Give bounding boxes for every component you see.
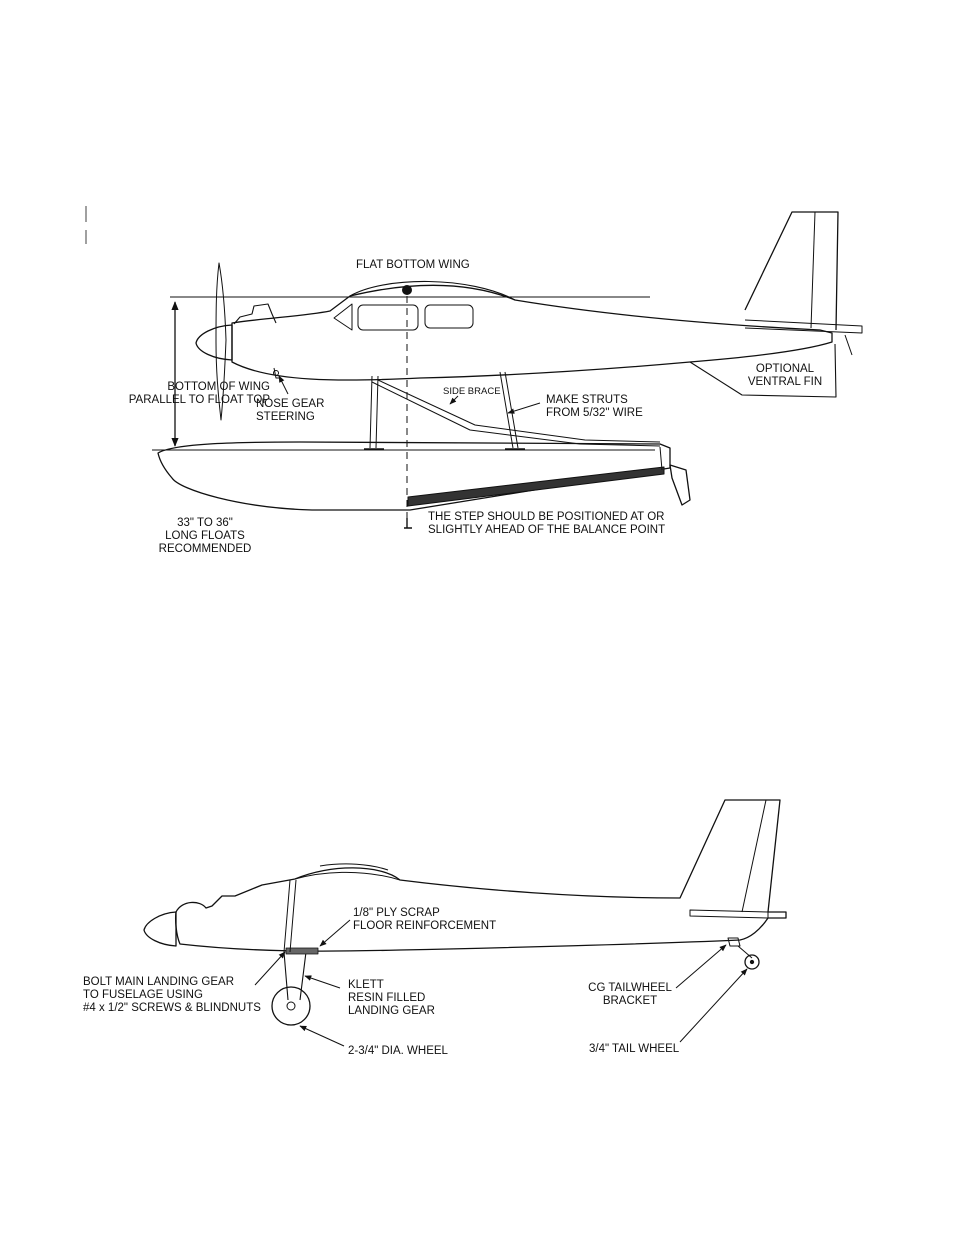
horizontal-stab [744,319,863,334]
flat-bottom-wing-label: FLAT BOTTOM WING [356,259,470,271]
tail-wheel [744,954,760,970]
water-rudder [669,464,691,506]
floor-reinforcement [285,947,319,955]
spinner-2 [143,911,177,947]
landplane-drawing [143,799,787,1026]
bottom-of-wing-label: BOTTOM OF WING PARALLEL TO FLOAT TOP [128,381,270,406]
side-brace-label: SIDE BRACE [443,386,501,397]
front-strut [369,375,379,449]
tailwheel-bracket [727,937,741,947]
main-landing-gear [283,951,307,1001]
spinner [195,324,233,361]
ventral-fin-label: OPTIONAL VENTRAL FIN [747,363,823,388]
make-struts-label: MAKE STRUTS FROM 5/32" WIRE [546,394,643,419]
float-length-label: 33" TO 36" LONG FLOATS RECOMMENDED [158,517,252,555]
cabin-window-rear [424,304,474,329]
floatplane-drawing [85,206,863,529]
fuselage [231,284,833,381]
tailwheel-bracket-label: CG TAILWHEEL BRACKET [588,982,672,1007]
tail-wheel-label: 3/4" TAIL WHEEL [589,1043,680,1055]
cabin-roof [349,280,516,301]
horizontal-stab-2 [689,909,769,919]
rear-strut [499,371,519,449]
step-note-label: THE STEP SHOULD BE POSITIONED AT OR SLIG… [428,511,666,536]
float [157,441,671,511]
windshield [333,303,353,331]
cabin-window-front [357,304,419,331]
nose-gear-label: NOSE GEAR STEERING [256,398,325,423]
balance-point-dot [402,285,412,295]
main-wheel [271,986,311,1026]
side-brace [371,381,661,447]
floor-reinforcement-label: 1/8" PLY SCRAP FLOOR REINFORCEMENT [353,907,497,932]
float-step [407,466,665,507]
propeller [215,262,227,421]
vertical-fin [744,211,839,331]
step-marker [404,518,412,529]
figure1-leaders [278,375,541,414]
bolt-main-gear-label: BOLT MAIN LANDING GEAR TO FUSELAGE USING… [83,976,261,1014]
ventral-fin [689,343,837,398]
engine [233,303,277,325]
main-wheel-label: 2-3/4" DIA. WHEEL [348,1045,448,1057]
figure2-leaders [254,919,748,1047]
klett-gear-label: KLETT RESIN FILLED LANDING GEAR [348,979,435,1017]
